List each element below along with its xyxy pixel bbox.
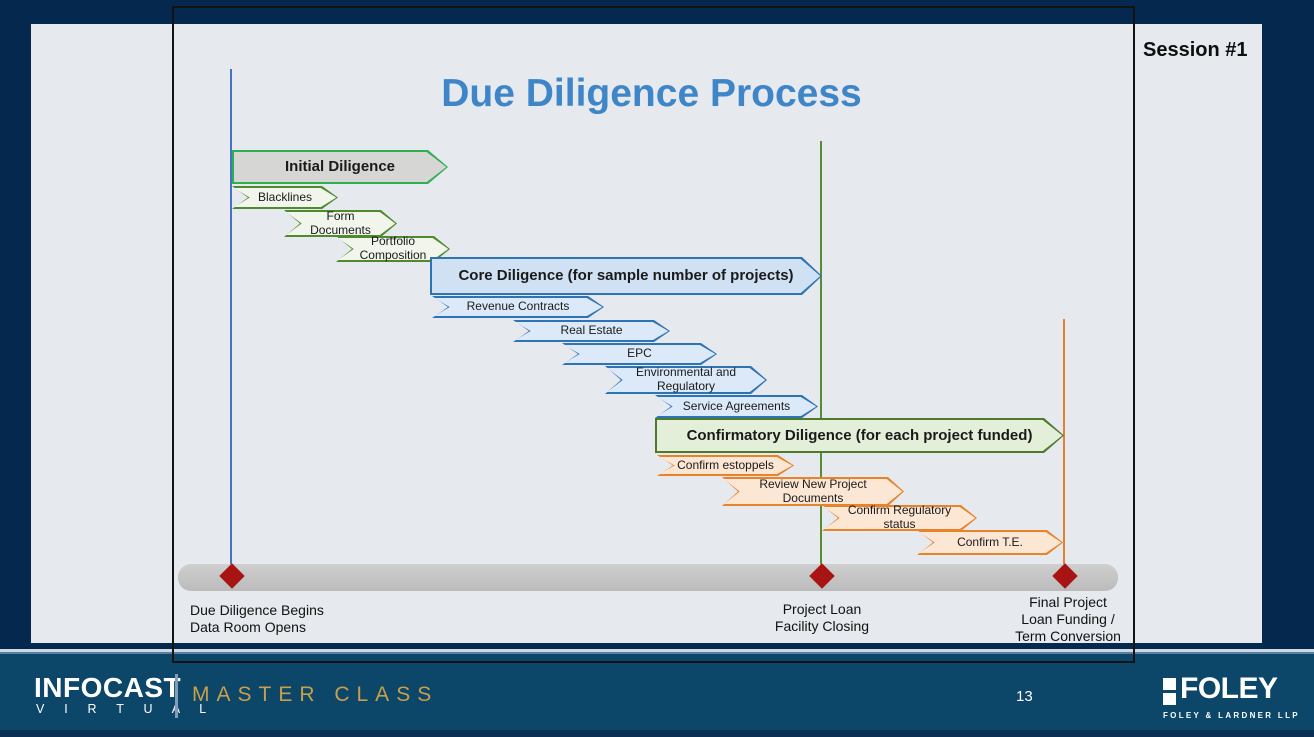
arrow-revenue-contracts: Revenue Contracts [432,296,604,318]
page-number: 13 [1016,688,1033,705]
arrow-blacklines: Blacklines [232,186,338,209]
milestone-label-funding: Final Project Loan Funding / Term Conver… [1015,594,1121,644]
arrow-label: Form Documents [310,208,371,237]
master-class-label: MASTER CLASS [192,683,439,706]
arrow-label: Confirm T.E. [957,534,1023,549]
arrow-real-estate: Real Estate [513,320,670,342]
arrow-confirmatory-diligence: Confirmatory Diligence (for each project… [655,418,1064,453]
arrow-label: Environmental and Regulatory [635,365,737,393]
arrow-label: Confirm Regulatory status [847,503,952,531]
arrow-confirm-estoppels: Confirm estoppels [657,455,794,476]
foley-logo-mark-top [1163,678,1176,690]
footer-bar [0,654,1314,737]
milestone-label-closing: Project Loan Facility Closing [774,601,870,634]
funding-milestone-line [1063,319,1065,566]
timeline-bar [178,564,1118,591]
arrow-label: Revenue Contracts [466,299,570,314]
slide-title: Due Diligence Process [441,72,862,115]
arrow-label: Initial Diligence [284,158,396,176]
arrow-review-new-project-documents: Review New Project Documents [722,477,904,506]
closing-milestone-line [820,141,822,566]
footer-separator-light [0,649,1314,652]
footer-bottom-strip [0,730,1314,737]
arrow-label: Portfolio Composition [359,234,427,262]
arrow-label: Blacklines [257,189,313,204]
arrow-label: Confirm estoppels [677,457,774,472]
infocast-virtual-label: V I R T U A L [36,702,215,716]
arrow-label: Confirmatory Diligence (for each project… [686,426,1033,444]
start-milestone-line [230,69,232,566]
footer-divider [175,674,178,718]
arrow-core-diligence: Core Diligence (for sample number of pro… [430,257,822,295]
arrow-label: Service Agreements [682,398,791,413]
arrow-label: Real Estate [560,323,623,338]
foley-lardner-label: FOLEY & LARDNER LLP [1163,711,1300,720]
arrow-label: Core Diligence (for sample number of pro… [458,267,794,285]
session-label: Session #1 [1143,39,1248,61]
footer-separator-dark [0,652,1314,654]
arrow-epc: EPC [562,343,717,365]
arrow-confirm-regulatory-status: Confirm Regulatory status [822,503,977,531]
arrow-label: Review New Project Documents [759,476,867,505]
foley-logo-mark-bottom [1163,693,1176,705]
arrow-service-agreements: Service Agreements [655,395,818,418]
infocast-logo: INFOCAST [34,672,182,703]
arrow-form-documents: Form Documents [284,208,397,237]
arrow-environmental-regulatory: Environmental and Regulatory [605,365,767,394]
foley-logo: FOLEY [1180,672,1278,705]
arrow-label: EPC [627,346,652,361]
arrow-confirm-te: Confirm T.E. [917,530,1063,555]
arrow-initial-diligence: Initial Diligence [232,150,448,184]
milestone-label-start: Due Diligence Begins Data Room Opens [190,602,324,635]
